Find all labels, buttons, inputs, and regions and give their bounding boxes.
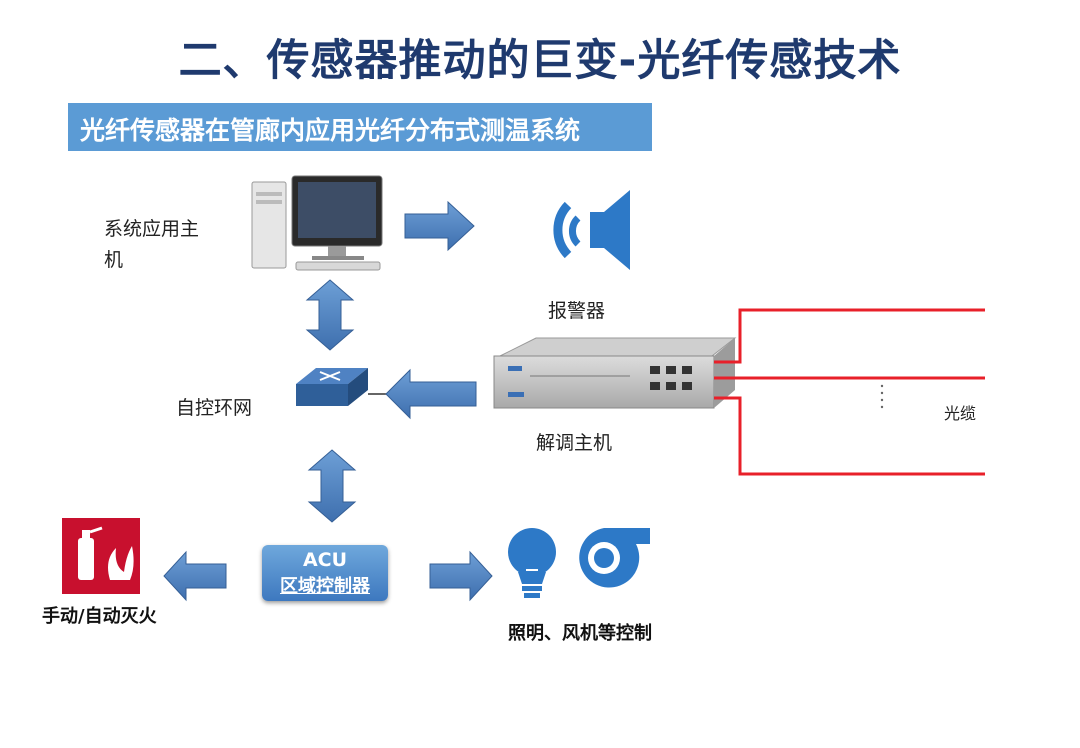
fire-extinguisher-icon (62, 518, 140, 594)
acu-title: ACU (302, 549, 348, 571)
fire-label: 手动/自动灭火 (42, 606, 157, 627)
arrow-host-to-alarm (404, 200, 475, 252)
fiber-cable (714, 308, 985, 476)
arrow-host-network-bidirectional (305, 279, 355, 351)
demodulator-icon (493, 337, 737, 409)
computer-icon (251, 175, 383, 271)
speaker-icon (553, 190, 630, 270)
switch-icon (296, 368, 390, 406)
cable-label: 光缆 (944, 404, 977, 423)
lighting-fan-label: 照明、风机等控制 (508, 623, 652, 644)
fan-icon (579, 528, 650, 588)
arrow-acu-to-lighting (429, 550, 493, 602)
fiber-dots (880, 384, 884, 409)
alarm-label: 报警器 (548, 300, 606, 322)
arrow-acu-to-fire (163, 550, 227, 602)
page-title: 二、传感器推动的巨变-光纤传感技术 (178, 36, 902, 86)
acu-subtitle: 区域控制器 (280, 576, 370, 597)
demodulator-label: 解调主机 (536, 432, 613, 454)
subtitle-banner (68, 103, 652, 151)
arrow-network-acu-bidirectional (307, 449, 357, 523)
arrow-demod-to-network (385, 368, 477, 420)
subtitle: 光纤传感器在管廊内应用光纤分布式测温系统 (80, 116, 581, 145)
host-label-line2: 机 (104, 249, 124, 271)
light-bulb-icon (508, 528, 556, 598)
acu-box: ACU 区域控制器 (262, 545, 388, 601)
network-label: 自控环网 (176, 397, 253, 419)
host-label-line1: 系统应用主 (104, 218, 200, 240)
